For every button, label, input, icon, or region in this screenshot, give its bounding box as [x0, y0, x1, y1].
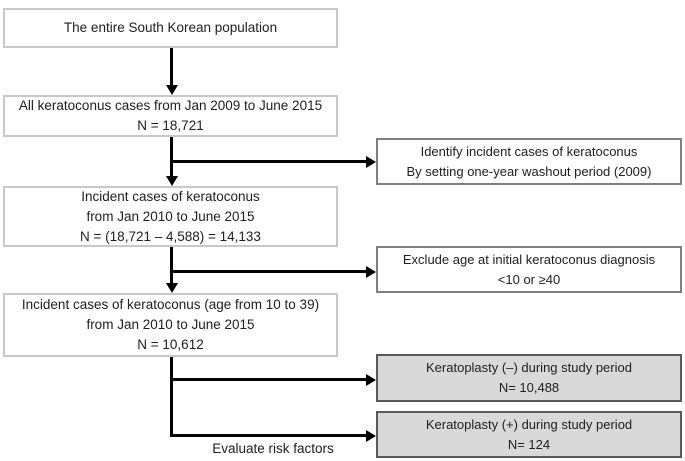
- box-keratoplasty-positive: Keratoplasty (+) during study period N= …: [376, 411, 682, 458]
- evaluate-risk-factors-label: Evaluate risk factors: [212, 441, 334, 456]
- box-identify-incident-cases: Identify incident cases of keratoconus B…: [376, 138, 682, 185]
- box-all-keratoconus-cases: All keratoconus cases from Jan 2009 to J…: [3, 95, 338, 137]
- arrow-right-line-keratoplasty-positive: [170, 434, 366, 437]
- box-text-line: Keratoplasty (–) during study period: [426, 360, 632, 375]
- box-text-line: The entire South Korean population: [63, 20, 278, 35]
- box-text-line: N= 10,488: [498, 380, 560, 395]
- box-exclude-age: Exclude age at initial keratoconus diagn…: [376, 246, 682, 293]
- box-text-line: from Jan 2010 to June 2015: [86, 317, 255, 332]
- box-text-line: Identify incident cases of keratoconus: [420, 143, 638, 159]
- arrow-right-line-exclude: [170, 270, 366, 273]
- box-text-line: Incident cases of keratoconus: [81, 188, 260, 204]
- box-keratoplasty-negative: Keratoplasty (–) during study period N= …: [376, 354, 682, 402]
- box-text-line: from Jan 2010 to June 2015: [86, 208, 255, 224]
- box-text-line: Exclude age at initial keratoconus diagn…: [402, 251, 656, 267]
- box-text-line: N = (18,721 – 4,588) = 14,133: [80, 228, 261, 244]
- box-text-line: <10 or ≥40: [497, 271, 561, 287]
- arrow-down-line-1: [170, 48, 173, 85]
- arrow-right-head-exclude: [366, 265, 376, 278]
- box-incident-cases: Incident cases of keratoconus from Jan 2…: [3, 186, 338, 247]
- arrow-right-head-keratoplasty-negative: [366, 373, 376, 386]
- arrow-down-line-2: [170, 137, 173, 176]
- box-text-line: All keratoconus cases from Jan 2009 to J…: [18, 98, 323, 113]
- arrow-down-head-2: [165, 176, 178, 186]
- arrow-right-head-keratoplasty-positive: [366, 429, 376, 442]
- box-text-line: N = 18,721: [137, 118, 204, 133]
- arrow-down-head-1: [165, 85, 178, 95]
- arrow-down-head-3: [165, 283, 178, 293]
- box-text-line: Keratoplasty (+) during study period: [425, 416, 633, 432]
- box-incident-cases-age-filtered: Incident cases of keratoconus (age from …: [3, 293, 338, 357]
- arrow-right-line-identify: [170, 160, 366, 163]
- arrow-stem-bottom: [170, 357, 173, 437]
- box-text-line: N = 10,612: [137, 337, 204, 352]
- box-text-line: N= 124: [507, 436, 551, 452]
- arrow-right-line-keratoplasty-negative: [170, 378, 366, 381]
- box-text-line: Incident cases of keratoconus (age from …: [21, 297, 320, 312]
- arrow-down-line-3: [170, 247, 173, 283]
- box-text-line: By setting one-year washout period (2009…: [406, 163, 652, 179]
- box-entire-population: The entire South Korean population: [3, 8, 338, 48]
- arrow-right-head-identify: [366, 155, 376, 168]
